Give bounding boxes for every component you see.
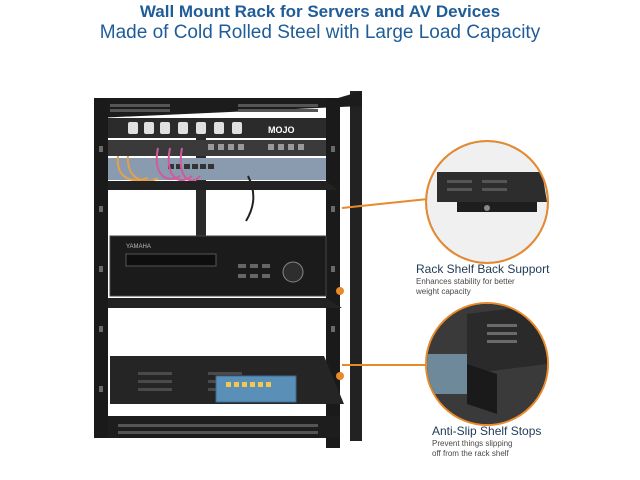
shelf-stop-detail	[427, 304, 547, 424]
shelf-stops-desc-line1: Prevent things slipping	[432, 439, 513, 448]
page-title: Wall Mount Rack for Servers and AV Devic…	[139, 2, 501, 21]
router-device	[215, 375, 297, 403]
receiver-buttons	[238, 264, 270, 278]
patch-ports	[208, 144, 304, 150]
switch-ports	[168, 164, 214, 169]
rack-vent-slots	[110, 104, 318, 112]
callout-marker-2	[336, 372, 344, 380]
shelf-stops-title: Anti-Slip Shelf Stops	[432, 424, 542, 438]
callout-image-back-support	[425, 140, 549, 264]
callout-leader-2	[342, 364, 426, 366]
shelf-stops-description: Prevent things slipping off from the rac…	[432, 439, 632, 459]
rack-shelf-upper	[108, 181, 338, 190]
network-switch	[108, 158, 326, 180]
rack-shelf-middle	[108, 298, 342, 308]
back-support-description: Enhances stability for better weight cap…	[416, 277, 616, 297]
page-subtitle: Made of Cold Rolled Steel with Large Loa…	[99, 22, 541, 43]
rack-illustration: MOJO YAMAHA	[94, 91, 362, 448]
router-ports	[226, 382, 271, 387]
shelf-stops-desc-line2: off from the rack shelf	[432, 449, 509, 458]
callout-image-shelf-stops	[425, 302, 549, 426]
back-support-detail	[427, 142, 547, 262]
back-support-desc-line1: Enhances stability for better	[416, 277, 515, 286]
base-vents	[118, 424, 318, 434]
patch-cables	[116, 147, 255, 222]
back-support-desc-line2: weight capacity	[416, 287, 471, 296]
back-support-title: Rack Shelf Back Support	[416, 262, 550, 276]
receiver-volume-knob	[282, 261, 304, 283]
receiver-display	[125, 253, 217, 267]
rack-post-back-right	[350, 91, 362, 441]
power-outlets	[128, 122, 242, 134]
receiver-brand-label: YAMAHA	[126, 244, 151, 250]
rack-logo: MOJO	[268, 125, 295, 135]
callout-marker-1	[336, 287, 344, 295]
